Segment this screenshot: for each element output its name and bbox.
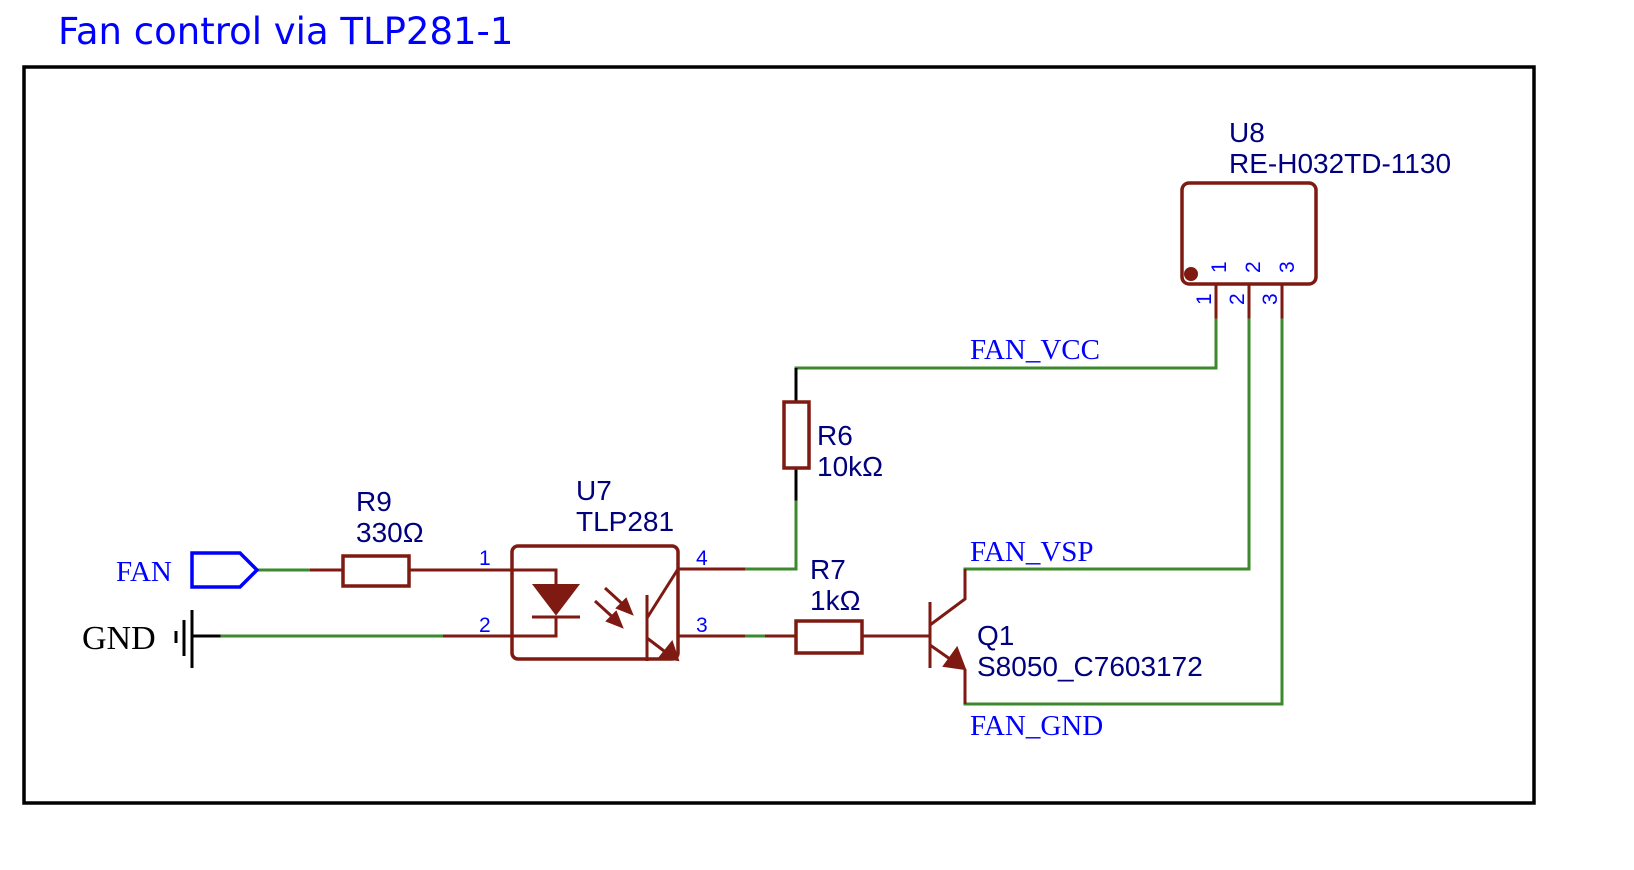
sheet-frame bbox=[22, 65, 1536, 805]
emitter-arrow-icon bbox=[658, 639, 680, 662]
component-r9[interactable]: R9 330Ω bbox=[310, 486, 512, 588]
u8-pin-name-3: 3 bbox=[1276, 261, 1299, 273]
wire-fan-gnd bbox=[963, 318, 1284, 706]
u8-value: RE-H032TD-1130 bbox=[1229, 148, 1451, 179]
r9-body bbox=[341, 554, 411, 588]
r9-value: 330Ω bbox=[356, 517, 424, 548]
phototransistor-collector bbox=[645, 568, 680, 619]
component-q1[interactable]: Q1 S8050_C7603172 bbox=[928, 569, 1203, 704]
led-anode-lead bbox=[512, 568, 558, 585]
u8-designator: U8 bbox=[1229, 117, 1265, 148]
light-arrowhead-1-icon bbox=[605, 610, 624, 629]
u8-pin-name-2: 2 bbox=[1242, 261, 1265, 273]
u8-pin-number-1: 1 bbox=[1193, 293, 1216, 305]
component-u7[interactable]: 1 2 3 4 U7 TLP281 bbox=[443, 475, 745, 662]
wire-fan-vcc bbox=[794, 318, 1218, 370]
u8-pin-number-3: 3 bbox=[1259, 293, 1282, 305]
q1-collector bbox=[929, 569, 967, 627]
q1-value: S8050_C7603172 bbox=[977, 651, 1203, 682]
u8-pin-name-1: 1 bbox=[1208, 261, 1231, 273]
q1-emitter-line bbox=[929, 643, 951, 661]
component-r7[interactable]: R7 1kΩ bbox=[765, 554, 930, 655]
u7-value: TLP281 bbox=[576, 506, 674, 537]
q1-emitter-arrow-icon bbox=[942, 645, 967, 671]
led-diode-icon bbox=[531, 584, 581, 616]
light-arrowhead-2-icon bbox=[615, 597, 634, 616]
component-r6[interactable]: R6 10kΩ bbox=[782, 400, 883, 482]
r7-body bbox=[794, 619, 864, 655]
net-label-fan-vcc: FAN_VCC bbox=[970, 334, 1100, 366]
u7-pin-number-1: 1 bbox=[479, 547, 491, 570]
r7-value: 1kΩ bbox=[810, 585, 861, 616]
u7-body bbox=[510, 544, 680, 661]
fan-port[interactable]: FAN bbox=[116, 551, 260, 589]
q1-designator: Q1 bbox=[977, 620, 1014, 651]
gnd-label: GND bbox=[82, 620, 156, 657]
wire-u7-pin4 bbox=[743, 500, 798, 571]
u7-pin-number-2: 2 bbox=[479, 614, 491, 637]
r6-body bbox=[782, 400, 811, 470]
component-u8[interactable]: 1 2 3 1 2 3 U8 RE-H032TD-1130 bbox=[1180, 117, 1451, 320]
u7-designator: U7 bbox=[576, 475, 612, 506]
u7-pin-number-3: 3 bbox=[696, 614, 708, 637]
u7-pin-number-4: 4 bbox=[696, 547, 708, 570]
schematic-title: Fan control via TLP281-1 bbox=[58, 10, 514, 53]
r6-value: 10kΩ bbox=[817, 451, 883, 482]
port-arrow-icon bbox=[190, 551, 260, 589]
led-cathode-lead bbox=[512, 617, 558, 638]
r9-designator: R9 bbox=[356, 486, 392, 517]
fan-port-label: FAN bbox=[116, 556, 172, 588]
wire-fan-vsp bbox=[963, 318, 1251, 571]
r6-designator: R6 bbox=[817, 420, 853, 451]
gnd-symbol[interactable]: GND bbox=[82, 610, 194, 668]
net-label-fan-vsp: FAN_VSP bbox=[970, 536, 1094, 568]
u8-pin-number-2: 2 bbox=[1226, 293, 1249, 305]
u8-pin1-dot-icon bbox=[1184, 267, 1198, 281]
r7-designator: R7 bbox=[810, 554, 846, 585]
net-label-fan-gnd: FAN_GND bbox=[970, 710, 1103, 742]
